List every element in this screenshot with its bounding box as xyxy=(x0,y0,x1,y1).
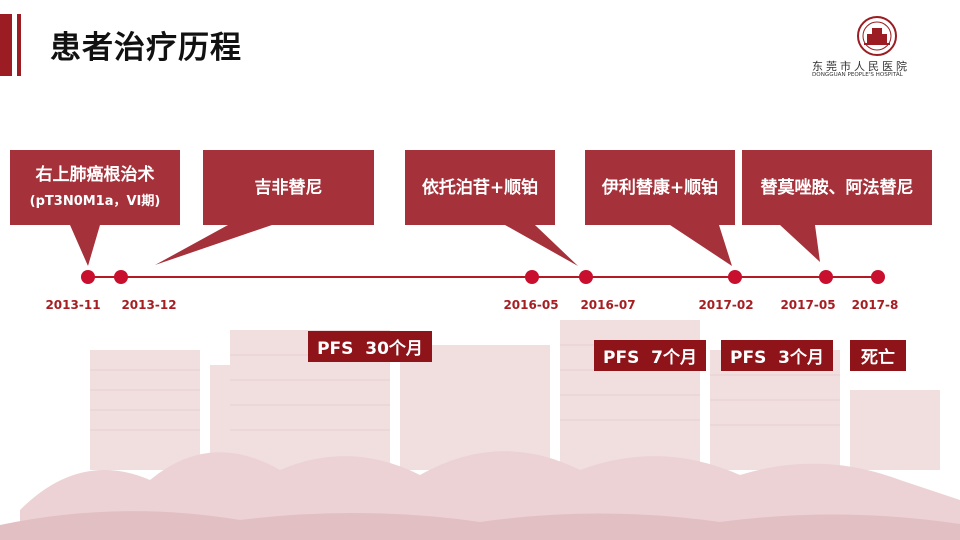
callout-gefitinib-label: 吉非替尼 xyxy=(254,177,323,198)
timeline-dot xyxy=(114,270,128,284)
timeline-dot xyxy=(728,270,742,284)
hospital-logo: 东莞市人民医院 DONGGUAN PEOPLE'S HOSPITAL xyxy=(812,16,942,80)
callout-ep-label: 依托泊苷+顺铂 xyxy=(421,177,539,198)
timeline-dot xyxy=(81,270,95,284)
callout-surgery-sublabel: (pT3N0M1a，VI期) xyxy=(29,193,161,209)
timeline-dot xyxy=(525,270,539,284)
timeline-date: 2017-05 xyxy=(780,298,836,312)
callout-ep: 依托泊苷+顺铂 xyxy=(405,150,555,225)
timeline-date: 2016-05 xyxy=(503,298,559,312)
timeline-date: 2013-11 xyxy=(45,298,101,312)
callout-surgery: 右上肺癌根治术 (pT3N0M1a，VI期) xyxy=(10,150,180,225)
callout-ep-shape xyxy=(405,150,578,266)
callout-ip: 伊利替康+顺铂 xyxy=(585,150,735,225)
timeline-date: 2017-02 xyxy=(698,298,754,312)
callout-tmz-afatinib-shape xyxy=(742,150,932,262)
callout-gefitinib-shape xyxy=(155,150,374,265)
callout-gefitinib: 吉非替尼 xyxy=(203,150,374,225)
callout-ip-label: 伊利替康+顺铂 xyxy=(601,177,719,198)
outcome-death-label: 死亡 xyxy=(850,340,906,371)
pfs-label-ip: PFS 7个月 xyxy=(594,340,706,371)
logo-hospital-name-en: DONGGUAN PEOPLE'S HOSPITAL xyxy=(812,72,903,78)
timeline-date: 2016-07 xyxy=(580,298,636,312)
hospital-emblem-icon xyxy=(857,16,897,56)
hospital-background-illustration xyxy=(0,320,960,540)
timeline-dot xyxy=(871,270,885,284)
pfs-label-tmz-afatinib: PFS 3个月 xyxy=(721,340,833,371)
timeline-date: 2013-12 xyxy=(121,298,177,312)
pfs-label-gefitinib: PFS 30个月 xyxy=(308,331,432,362)
callout-ip-shape xyxy=(585,150,735,266)
logo-hospital-name: 东莞市人民医院 xyxy=(812,60,910,73)
timeline-dot xyxy=(579,270,593,284)
timeline-date: 2017-8 xyxy=(851,298,899,312)
header-accent-stripe xyxy=(17,14,21,76)
callout-tmz-afatinib: 替莫唑胺、阿法替尼 xyxy=(742,150,932,225)
timeline-line xyxy=(86,276,878,278)
timeline-dot xyxy=(819,270,833,284)
page-title: 患者治疗历程 xyxy=(50,30,242,66)
callout-surgery-label: 右上肺癌根治术 xyxy=(35,164,155,185)
header-accent-bar xyxy=(0,14,12,76)
callout-surgery-shape xyxy=(10,150,180,266)
callout-tmz-afatinib-label: 替莫唑胺、阿法替尼 xyxy=(760,177,914,198)
